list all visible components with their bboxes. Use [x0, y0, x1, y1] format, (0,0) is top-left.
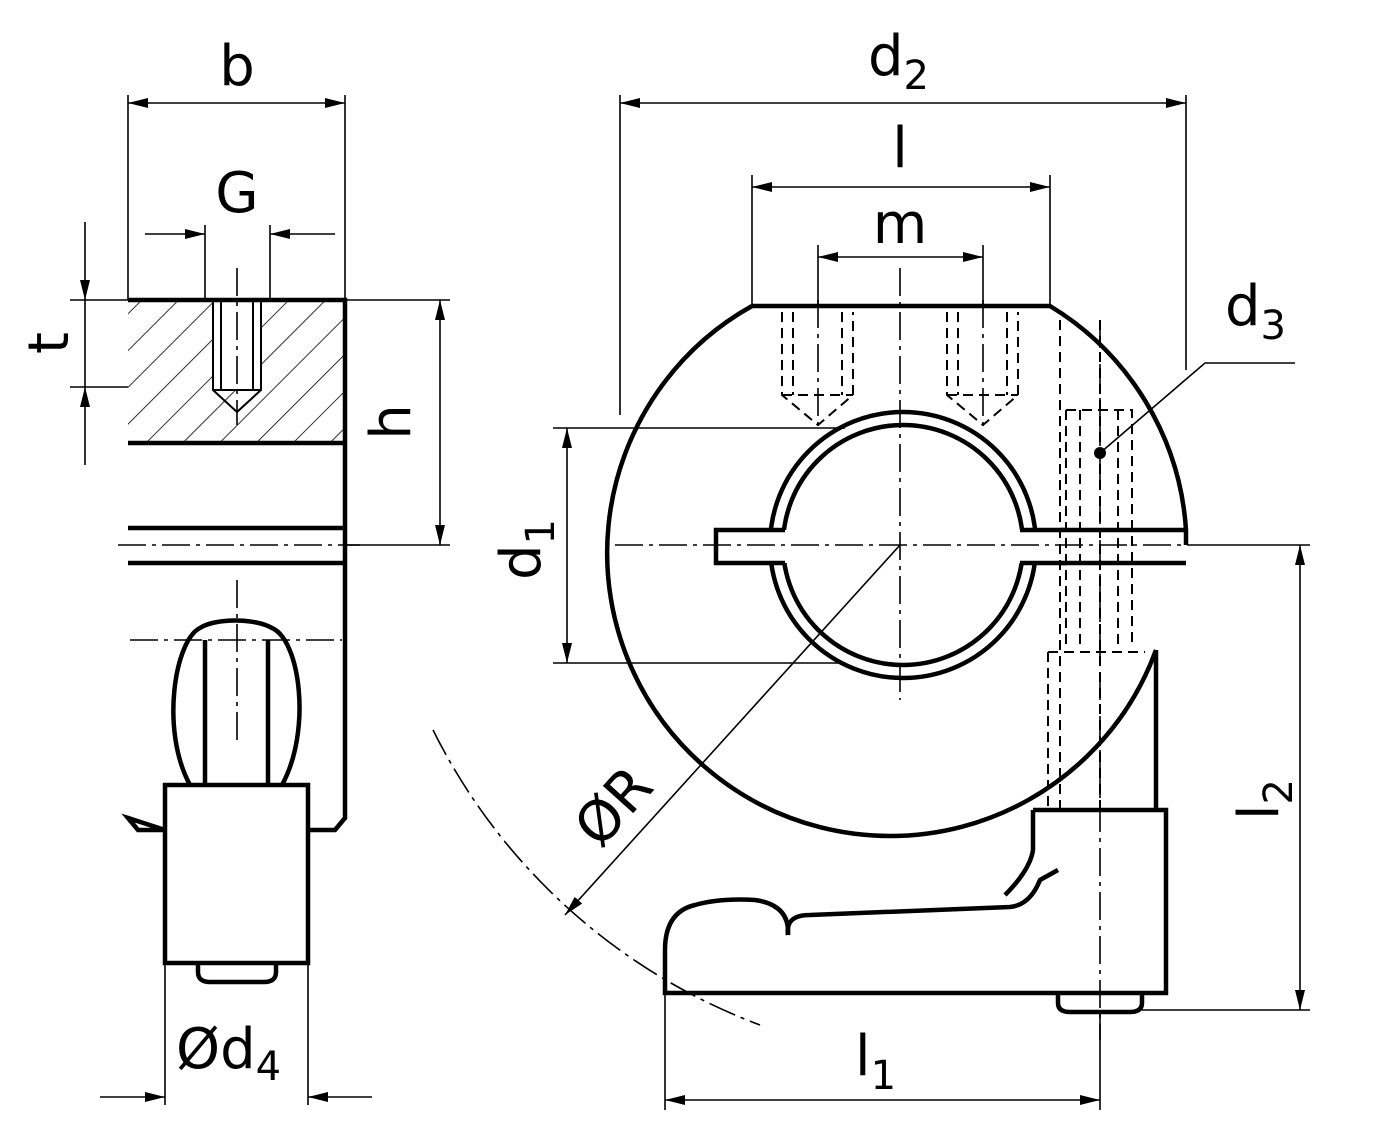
label-d2: d2	[868, 24, 929, 99]
lever-ellipse-side	[171, 618, 302, 787]
label-h: h	[359, 404, 424, 440]
label-R: ØR	[562, 754, 666, 859]
front-view: d2 l m d3 d1 ØR l2 l1	[432, 24, 1310, 1110]
label-G: G	[215, 161, 258, 226]
label-l: l	[892, 116, 908, 181]
clamp-body-front	[752, 303, 1189, 531]
label-t: t	[17, 332, 82, 354]
side-view: b G t h Ød4	[17, 34, 450, 1105]
dim-R-line	[564, 544, 901, 916]
lever-handle-front	[662, 807, 1169, 996]
label-d3: d3	[1225, 274, 1286, 349]
lever-handle-side	[162, 782, 311, 966]
label-b: b	[219, 34, 255, 99]
label-l1: l1	[855, 1024, 896, 1099]
label-d1: d1	[489, 519, 564, 580]
label-m: m	[873, 192, 928, 257]
label-d4: Ød4	[176, 1017, 281, 1090]
label-l2: l2	[1227, 779, 1302, 820]
